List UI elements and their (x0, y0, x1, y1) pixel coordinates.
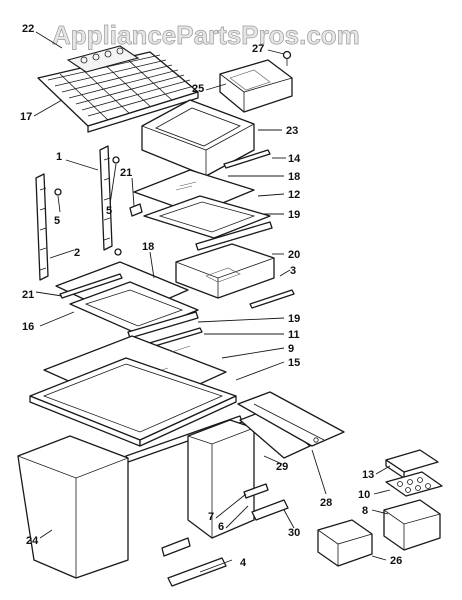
callout-11: 11 (288, 329, 300, 341)
crisper-drawer-23[interactable] (141, 99, 255, 177)
callout-8: 8 (362, 505, 368, 517)
callout-30: 30 (288, 527, 300, 539)
callout-20: 20 (288, 249, 300, 261)
frame-strip-19-lower[interactable] (127, 311, 199, 339)
callout-3: 3 (290, 265, 296, 277)
rail-3[interactable] (249, 289, 295, 309)
small-bin-25[interactable] (219, 59, 293, 113)
frame-strip-19-upper[interactable] (195, 221, 273, 251)
callout-13: 13 (362, 469, 374, 481)
callout-5-left: 5 (54, 215, 60, 227)
wire-shelf[interactable] (37, 51, 199, 133)
watermark: AppliancePartsPros.com (52, 20, 360, 50)
callout-22: 22 (22, 23, 34, 35)
callout-18-lower: 18 (142, 241, 154, 253)
callout-18-upper: 18 (288, 171, 300, 183)
crisper-bin-24-right[interactable] (187, 419, 255, 539)
rod-4[interactable] (167, 557, 227, 587)
callout-17: 17 (20, 111, 32, 123)
shelf-track-right[interactable] (99, 145, 113, 251)
shelf-track-left[interactable] (35, 173, 49, 281)
callout-24: 24 (26, 535, 39, 547)
callout-10: 10 (358, 489, 370, 501)
butter-door-13[interactable] (385, 449, 439, 479)
rail-21-upper[interactable] (129, 203, 143, 217)
callout-21-upper: 21 (120, 167, 132, 179)
bracket-7[interactable] (243, 483, 269, 499)
screw-5-right[interactable] (112, 156, 122, 256)
door-bin-8[interactable] (383, 499, 441, 551)
egg-tray-10[interactable] (385, 471, 443, 497)
bracket-6[interactable] (161, 537, 191, 557)
shelf-frame-12[interactable] (143, 195, 271, 239)
callout-1: 1 (56, 151, 62, 163)
rail-21-lower[interactable] (59, 273, 123, 299)
rod-30[interactable] (251, 499, 289, 521)
door-bin-26[interactable] (317, 519, 373, 567)
callout-21-lower: 21 (22, 289, 34, 301)
screw-27[interactable] (282, 50, 292, 67)
callout-5-right: 5 (106, 205, 112, 217)
callout-4: 4 (240, 557, 247, 569)
callout-29: 29 (276, 461, 288, 473)
callout-23: 23 (286, 125, 298, 137)
screw-5-left[interactable] (54, 188, 62, 196)
callout-6: 6 (218, 521, 224, 533)
leader-lines (33, 31, 391, 573)
callout-9: 9 (288, 343, 294, 355)
callout-28: 28 (320, 497, 332, 509)
callout-7: 7 (208, 511, 214, 523)
callout-26: 26 (390, 555, 402, 567)
callout-25: 25 (192, 83, 204, 95)
rail-14[interactable] (223, 149, 271, 169)
callout-19-upper: 19 (288, 209, 300, 221)
callout-16: 16 (22, 321, 34, 333)
callout-labels: 22 17 27 25 23 1 14 21 5 5 18 12 19 20 2… (20, 23, 402, 569)
crisper-bin-24-left[interactable] (17, 435, 129, 579)
slide-rail-28[interactable] (237, 391, 345, 447)
callout-2: 2 (74, 247, 80, 259)
crisper-cover-frame-15[interactable] (29, 357, 237, 447)
callout-19-lower: 19 (288, 313, 300, 325)
drawer-20[interactable] (175, 243, 275, 299)
callout-12: 12 (288, 189, 300, 201)
callout-27: 27 (252, 43, 264, 55)
callout-14: 14 (288, 153, 301, 165)
egg-tray-top[interactable] (66, 45, 140, 73)
callout-15: 15 (288, 357, 300, 369)
